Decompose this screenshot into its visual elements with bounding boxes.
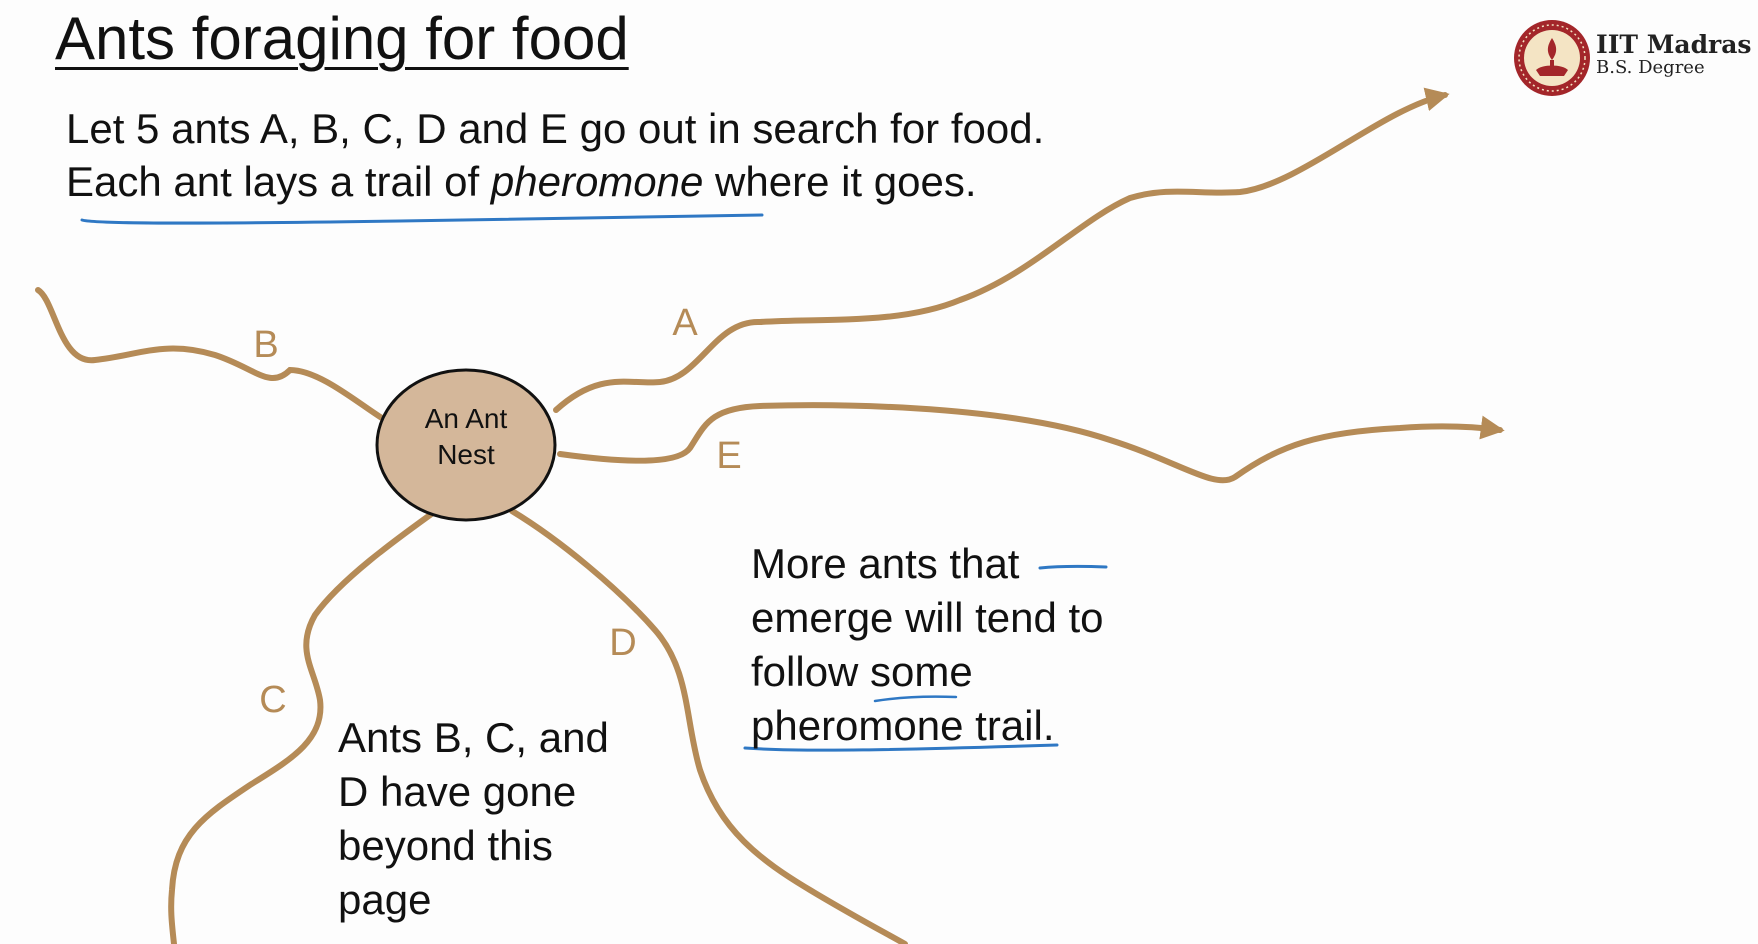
trail-a: [553, 87, 1450, 413]
iit-madras-logo: IIT Madras B.S. Degree: [1512, 18, 1752, 98]
ant-nest: [375, 368, 557, 522]
note-left-line-1: Ants B, C, and: [338, 714, 609, 761]
note-right-line-1: More ants that: [751, 540, 1020, 587]
annotation-dash-more-ants: [1038, 564, 1108, 570]
note-left-line-2: D have gone: [338, 768, 577, 815]
logo-name: IIT Madras: [1596, 30, 1752, 59]
annotation-underline-intro: [80, 213, 764, 225]
nest-label-line1: An Ant: [425, 403, 508, 434]
iit-madras-seal-icon: [1514, 20, 1590, 96]
trail-label-d: D: [609, 622, 636, 664]
trail-label-e: E: [716, 435, 741, 477]
note-left-line-4: page: [338, 876, 432, 923]
note-beyond-page: Ants B, C, and D have gone beyond this p…: [338, 711, 609, 927]
logo-subtitle: B.S. Degree: [1596, 57, 1705, 78]
intro-line-2-suffix: where it goes.: [703, 158, 977, 205]
intro-line-1: Let 5 ants A, B, C, D and E go out in se…: [66, 105, 1045, 152]
trail-c: [168, 507, 440, 944]
note-right-line-4: pheromone trail.: [751, 702, 1055, 749]
intro-text: Let 5 ants A, B, C, D and E go out in se…: [66, 102, 1044, 208]
trail-label-c: C: [259, 679, 286, 721]
trail-e: [557, 402, 1505, 484]
note-follow-trail: More ants that emerge will tend to follo…: [751, 537, 1104, 753]
nest-label-line2: Nest: [437, 439, 495, 470]
trail-label-a: A: [672, 302, 698, 344]
trail-d: [509, 508, 908, 944]
note-right-line-2: emerge will tend to: [751, 594, 1104, 641]
annotation-underline-pheromone-trail: [743, 743, 1059, 752]
trail-b: [35, 287, 388, 423]
note-left-line-3: beyond this: [338, 822, 553, 869]
intro-line-2: Each ant lays a trail of pheromone where…: [66, 155, 1044, 208]
trail-label-b: B: [253, 324, 278, 366]
note-right-line-3: follow some: [751, 648, 973, 695]
pheromone-emphasis: pheromone: [490, 158, 704, 205]
annotation-underline-some: [873, 695, 958, 703]
intro-line-2-prefix: Each ant lays a trail of: [66, 158, 491, 205]
slide-title: Ants foraging for food: [55, 5, 629, 72]
